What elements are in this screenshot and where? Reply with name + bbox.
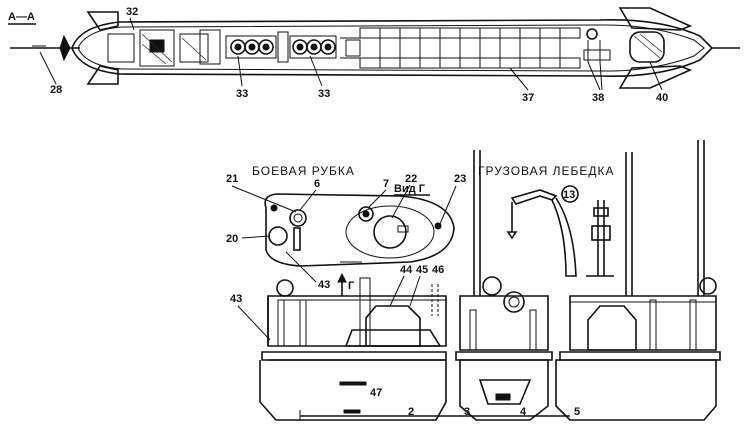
callout-40: 40 [656,92,668,104]
callout-21: 21 [226,173,238,185]
callout-43-left: 43 [230,293,242,305]
callout-13-circle [561,185,579,203]
side-elevations: 43 44 45 46 47 2 3 4 5 [230,140,721,421]
callout-2: 2 [408,406,414,418]
callout-22: 22 [405,173,417,185]
cylinder-group-2 [277,31,337,63]
callout-37: 37 [522,92,534,104]
conning-tower-top-view: БОЕВАЯ РУБКА Вид Г 21 6 7 22 23 20 43 [226,164,466,296]
callout-46: 46 [432,264,444,276]
stern-fin-top [86,11,119,31]
cylinder-group-1 [199,29,277,65]
cargo-winch-title: ГРУЗОВАЯ ЛЕБЕДКА [478,164,615,178]
bow-fin-bottom [618,65,693,89]
stern-fin-bottom [86,65,119,85]
callout-33-first: 33 [236,88,248,100]
crane-post [551,197,577,277]
periscope-7 [358,206,374,222]
callout-44: 44 [400,264,413,276]
callout-3: 3 [464,406,470,418]
callout-38: 38 [592,92,604,104]
callout-6: 6 [314,178,320,190]
callout-4: 4 [520,406,527,418]
section-label: А—А [8,11,35,23]
crane-jib [510,189,558,205]
callout-23: 23 [454,173,466,185]
elevation-left [259,277,447,421]
conning-tower-title: БОЕВАЯ РУБКА [252,164,355,178]
callout-33-second: 33 [318,88,330,100]
inner-hull [77,24,705,72]
callout-43-middle: 43 [318,279,330,291]
cargo-winch: ГРУЗОВАЯ ЛЕБЕДКА 13 [478,164,615,277]
callout-13: 13 [563,189,575,201]
periscope-6 [289,209,307,227]
bow-equipment [583,28,665,63]
inner-hatch-ring [345,205,435,259]
battery-compartment [340,27,581,69]
callout-5: 5 [574,406,580,418]
elevation-right [555,277,721,421]
callout-28: 28 [50,84,62,96]
port-20 [268,226,288,246]
tower-outline [264,193,455,267]
arrow-label: Г [348,280,355,292]
callout-7: 7 [383,178,389,190]
hull-section-view: А—А [8,6,740,104]
callout-20: 20 [226,233,238,245]
callout-47: 47 [370,387,382,399]
callout-45: 45 [416,264,428,276]
bow-fin-top [618,7,693,31]
propeller [59,34,71,62]
view-label: Вид Г [394,183,426,195]
engine-room [107,29,209,67]
elevation-middle [455,276,553,421]
callout-32: 32 [126,6,138,18]
